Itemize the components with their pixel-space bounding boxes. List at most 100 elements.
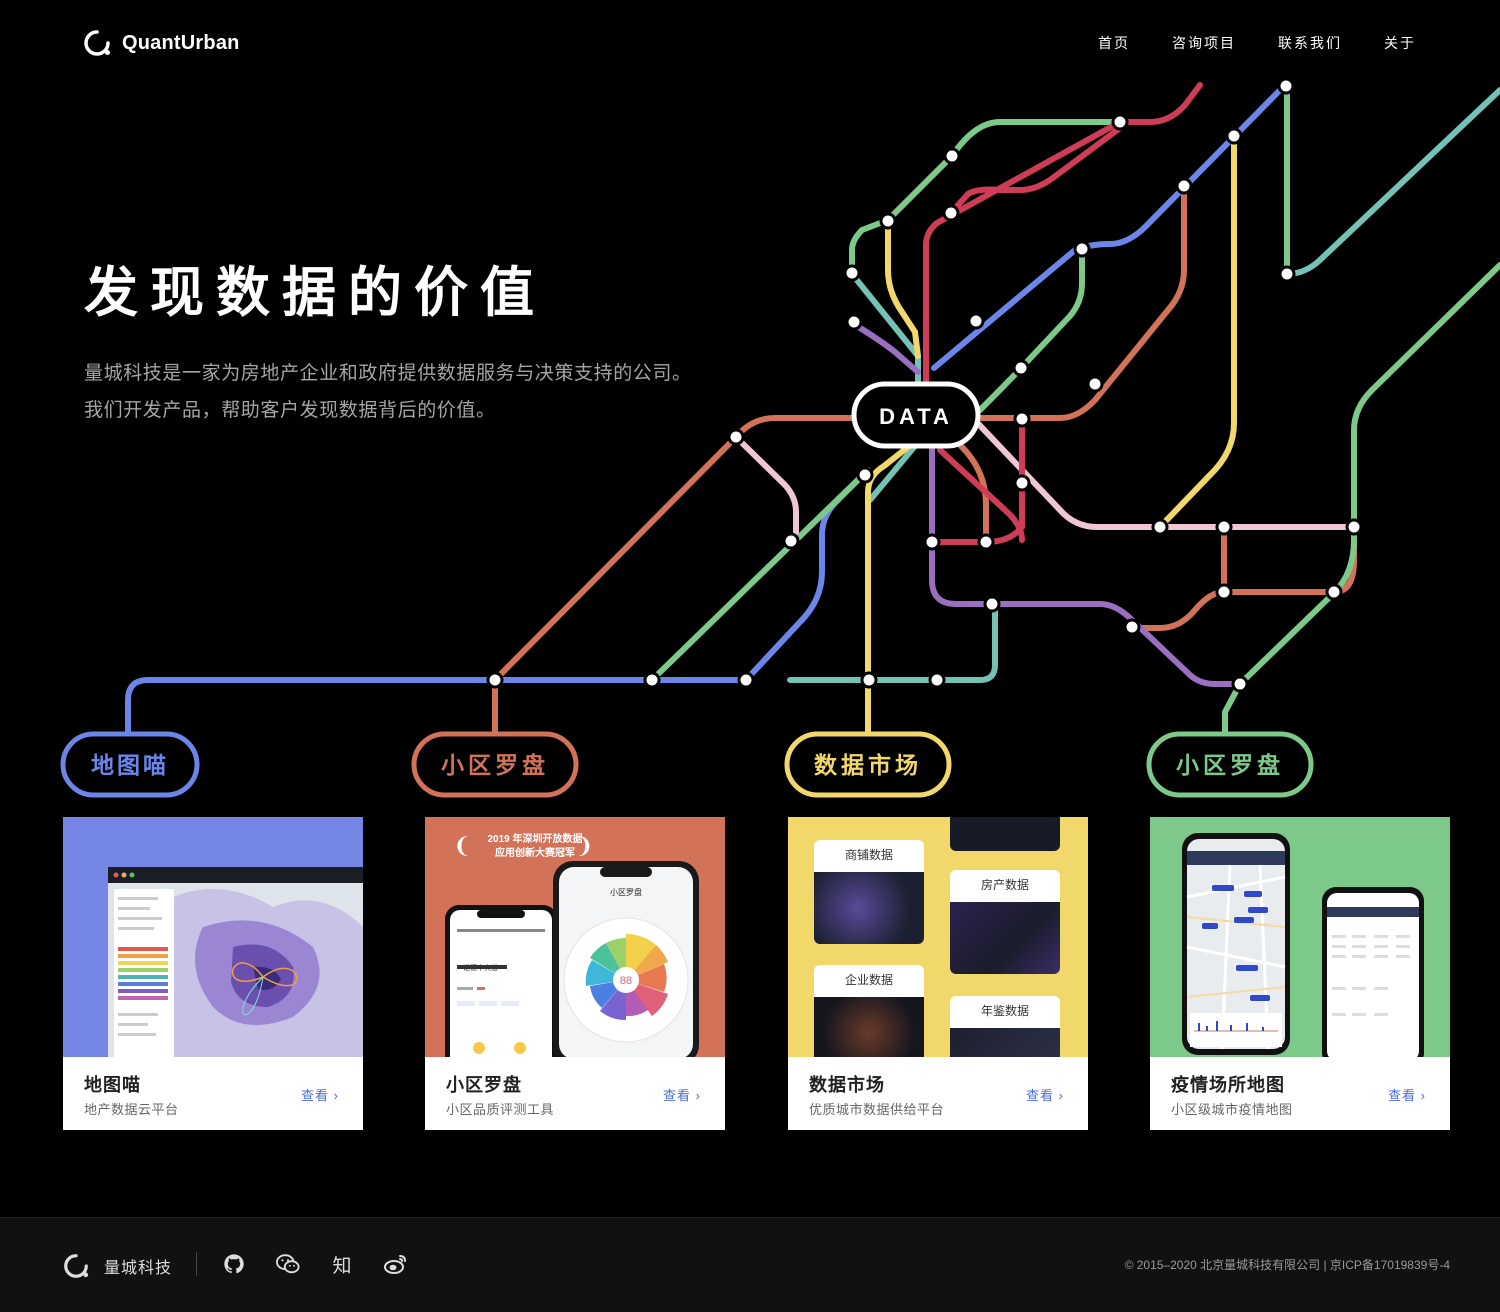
nav-contact[interactable]: 联系我们 <box>1278 35 1342 51</box>
station <box>1225 127 1243 145</box>
view-link[interactable]: 查看 › <box>663 1088 701 1103</box>
brand-name: QuantUrban <box>122 31 240 54</box>
header: QuantUrban 首页 咨询项目 联系我们 关于 <box>0 0 1500 86</box>
station <box>1215 518 1233 536</box>
metro-line-red <box>923 82 1203 545</box>
station <box>1325 583 1343 601</box>
station <box>860 671 878 689</box>
github-icon[interactable] <box>222 1252 246 1276</box>
card-title: 数据市场 <box>809 1075 885 1095</box>
data-tile-shops: 商铺数据 <box>814 840 924 944</box>
data-hub-label: DATA <box>879 404 953 429</box>
award-banner: 2019 年深圳开放数据 应用创新大赛冠军 <box>487 834 583 859</box>
phone-title: 小区罗盘 <box>610 887 642 897</box>
weibo-icon[interactable] <box>384 1252 408 1276</box>
phone-place: 诺德中央道 <box>463 965 498 972</box>
view-link[interactable]: 查看 › <box>301 1088 339 1103</box>
nav-home[interactable]: 首页 <box>1098 35 1130 51</box>
view-link[interactable]: 查看 › <box>1388 1088 1426 1103</box>
station <box>1086 375 1104 393</box>
station <box>1111 113 1129 131</box>
hero-line-2: 我们开发产品，帮助客户发现数据背后的价值。 <box>84 400 496 421</box>
view-link[interactable]: 查看 › <box>1026 1088 1064 1103</box>
station <box>845 313 863 331</box>
station <box>1278 265 1296 283</box>
card-image <box>1150 817 1450 1057</box>
station <box>1345 518 1363 536</box>
data-tile-yearbook: 年鉴数据 <box>950 996 1060 1057</box>
station <box>928 671 946 689</box>
station <box>923 533 941 551</box>
station <box>983 595 1001 613</box>
social-links: 知 <box>222 1252 408 1277</box>
card-title: 地图喵 <box>84 1075 141 1095</box>
product-card-ditumiao[interactable]: 地图喵 地产数据云平台 查看 › <box>63 817 363 1130</box>
metro-line-yellow <box>865 133 1237 738</box>
card-subtitle: 小区级城市疫情地图 <box>1171 1102 1293 1117</box>
card-body: 小区罗盘 小区品质评测工具 查看 › <box>425 1057 725 1130</box>
data-tile-label: 商铺数据 <box>844 848 893 862</box>
station <box>486 671 504 689</box>
pill-label: 小区罗盘 <box>441 752 549 779</box>
station <box>943 147 961 165</box>
card-image: 商铺数据 房产数据 企业数据 年鉴数据 <box>788 817 1088 1057</box>
metro-line-pink <box>733 412 1357 544</box>
data-tile-label: 年鉴数据 <box>980 1004 1029 1018</box>
station <box>1123 618 1141 636</box>
card-body: 疫情场所地图 小区级城市疫情地图 查看 › <box>1150 1057 1450 1130</box>
station <box>843 264 861 282</box>
wechat-icon[interactable] <box>276 1252 300 1276</box>
hero-title: 发现数据的价值 <box>84 263 546 323</box>
station <box>1073 240 1091 258</box>
data-hub: DATA <box>851 381 981 449</box>
map-app-screenshot <box>108 867 363 1057</box>
station <box>737 671 755 689</box>
data-tile-label: 企业数据 <box>844 973 893 987</box>
data-tile-housing: 房产数据 <box>950 870 1060 974</box>
station <box>942 204 960 222</box>
pill-xiaoqu-luopan-2[interactable]: 小区罗盘 <box>1146 731 1314 798</box>
data-tile-companies: 企业数据 <box>814 965 924 1057</box>
station <box>856 466 874 484</box>
station <box>1215 583 1233 601</box>
pill-label: 地图喵 <box>91 753 169 779</box>
card-subtitle: 小区品质评测工具 <box>446 1102 555 1117</box>
card-subtitle: 优质城市数据供给平台 <box>809 1102 945 1117</box>
station <box>1012 359 1030 377</box>
card-image <box>63 817 363 1057</box>
copyright: © 2015–2020 北京量城科技有限公司 | 京ICP备17019839号-… <box>1124 1258 1450 1272</box>
phone-mockups: ❨ ❩ 小区罗盘 <box>445 834 699 1057</box>
hero-line-1: 量城科技是一家为房地产企业和政府提供数据服务与决策支持的公司。 <box>84 363 692 384</box>
svg-text:❨: ❨ <box>453 834 471 859</box>
station <box>727 428 745 446</box>
station <box>1231 675 1249 693</box>
hero-description: 量城科技是一家为房地产企业和政府提供数据服务与决策支持的公司。 我们开发产品，帮… <box>84 355 784 429</box>
card-title: 疫情场所地图 <box>1171 1075 1285 1095</box>
nav-consulting[interactable]: 咨询项目 <box>1172 35 1236 51</box>
station <box>1175 177 1193 195</box>
card-title: 小区罗盘 <box>446 1075 522 1095</box>
pill-ditumiao[interactable]: 地图喵 <box>60 731 200 798</box>
footer-logo[interactable]: 量城科技 <box>62 1252 172 1280</box>
compass-score: 88 <box>620 975 632 987</box>
data-tile-label: 房产数据 <box>980 878 1029 892</box>
pill-xiaoqu-luopan[interactable]: 小区罗盘 <box>411 731 579 798</box>
nav-about[interactable]: 关于 <box>1384 35 1416 51</box>
station <box>643 671 661 689</box>
card-body: 数据市场 优质城市数据供给平台 查看 › <box>788 1057 1088 1130</box>
product-card-xiaoqu-luopan[interactable]: 2019 年深圳开放数据 应用创新大赛冠军 ❨ ❩ 小区罗盘 <box>425 817 725 1130</box>
card-subtitle: 地产数据云平台 <box>84 1102 179 1117</box>
metro-line-orange <box>492 183 1357 738</box>
zhihu-icon[interactable]: 知 <box>332 1255 352 1277</box>
pill-label: 小区罗盘 <box>1176 752 1284 779</box>
card-image: 2019 年深圳开放数据 应用创新大赛冠军 ❨ ❩ 小区罗盘 <box>425 817 725 1057</box>
station <box>1013 410 1031 428</box>
product-card-data-market[interactable]: 商铺数据 房产数据 企业数据 年鉴数据 数据市场 优质城市数据供给平台 查看 › <box>788 817 1088 1130</box>
product-card-epidemic-map[interactable]: 疫情场所地图 小区级城市疫情地图 查看 › <box>1150 817 1450 1130</box>
card-body: 地图喵 地产数据云平台 查看 › <box>63 1057 363 1130</box>
pill-data-market[interactable]: 数据市场 <box>784 731 952 798</box>
logo[interactable]: QuantUrban <box>82 28 240 58</box>
station <box>879 212 897 230</box>
footer-divider <box>196 1252 197 1276</box>
